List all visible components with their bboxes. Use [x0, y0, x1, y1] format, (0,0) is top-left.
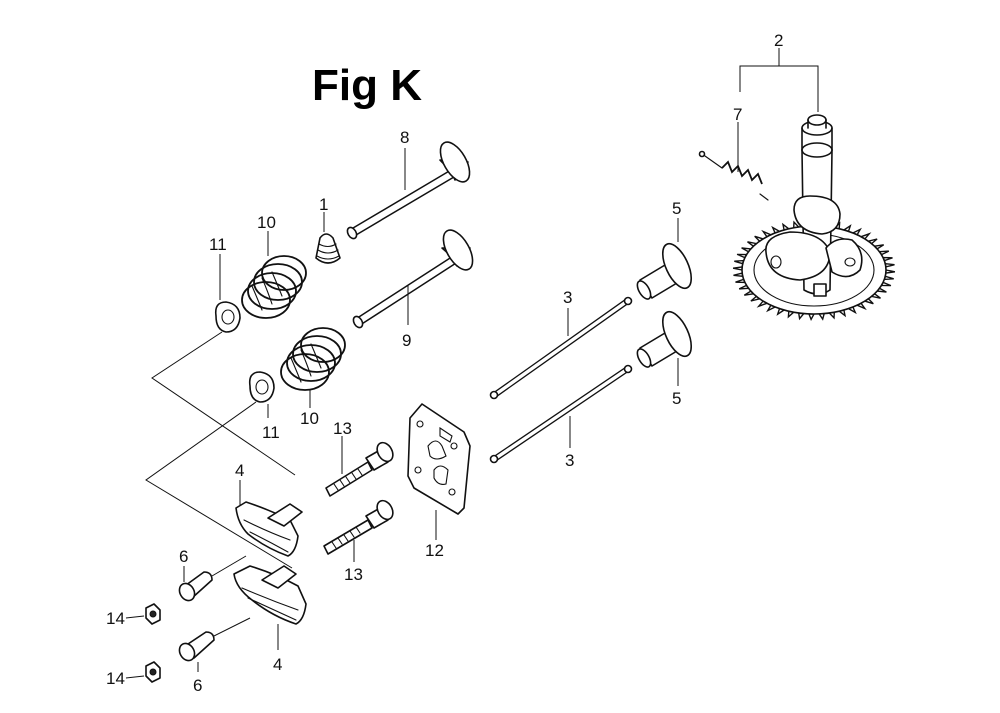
- callout-6-lower: 6: [193, 676, 202, 695]
- part-11-retainer-upper: [214, 301, 241, 333]
- part-1-valve-seal: [315, 233, 341, 264]
- part-13-pivot-bolt-lower: [323, 499, 394, 555]
- callout-5-upper: 5: [672, 199, 681, 218]
- part-12-guide-plate: [407, 403, 471, 515]
- part-13-pivot-bolt-upper: [325, 441, 394, 497]
- callout-5-lower: 5: [672, 389, 681, 408]
- callout-3-lower: 3: [565, 451, 574, 470]
- leader-14b: [125, 675, 145, 679]
- part-7-spring: [698, 150, 769, 201]
- callout-4-lower: 4: [273, 655, 282, 674]
- callout-13-upper: 13: [333, 419, 352, 438]
- callout-12: 12: [425, 541, 444, 560]
- part-8-intake-valve: [346, 141, 471, 240]
- assembly-line-upper: [151, 331, 296, 476]
- callout-10-lower: 10: [300, 409, 319, 428]
- figure-title: Fig K: [312, 61, 422, 110]
- part-10-valve-spring-lower: [280, 327, 346, 391]
- part-14-nut-lower: [145, 661, 161, 683]
- callout-14-lower: 14: [106, 669, 125, 688]
- part-10-valve-spring-upper: [241, 255, 307, 319]
- assembly-line-lower: [145, 401, 293, 569]
- part-3-push-rod-lower: [489, 364, 633, 464]
- part-14-nut-upper: [145, 603, 161, 625]
- part-9-exhaust-valve: [352, 229, 474, 329]
- part-4-rocker-arm-upper: [235, 501, 303, 557]
- part-2-camshaft-gear: [732, 114, 896, 322]
- part-3-push-rod-upper: [489, 296, 633, 400]
- part-5-tappet-lower: [636, 310, 693, 368]
- callout-7: 7: [733, 105, 742, 124]
- gear-tooth: [884, 262, 895, 268]
- leader-2-bracket: [739, 65, 819, 112]
- callout-14-upper: 14: [106, 609, 125, 628]
- part-6-pivot-lower: [178, 631, 215, 662]
- callout-6-upper: 6: [179, 547, 188, 566]
- callout-10-upper: 10: [257, 213, 276, 232]
- callout-8: 8: [400, 128, 409, 147]
- assembly-line-6a: [211, 555, 247, 577]
- assembly-line-6b: [213, 617, 251, 637]
- callout-1: 1: [319, 195, 328, 214]
- gear-tooth: [885, 269, 896, 274]
- part-11-retainer-lower: [248, 371, 275, 403]
- leader-14a: [125, 615, 145, 619]
- callout-2: 2: [774, 31, 783, 50]
- callout-13-lower: 13: [344, 565, 363, 584]
- part-5-tappet-upper: [636, 242, 693, 300]
- callout-11-upper: 11: [209, 235, 227, 254]
- callout-9: 9: [402, 331, 411, 350]
- part-6-pivot-upper: [178, 571, 213, 602]
- callout-3-upper: 3: [563, 288, 572, 307]
- gear-tooth: [733, 272, 744, 278]
- callout-4-upper: 4: [235, 461, 244, 480]
- gear-tooth: [732, 266, 743, 271]
- part-4-rocker-arm-lower: [233, 565, 307, 625]
- callout-11-lower: 11: [262, 423, 280, 442]
